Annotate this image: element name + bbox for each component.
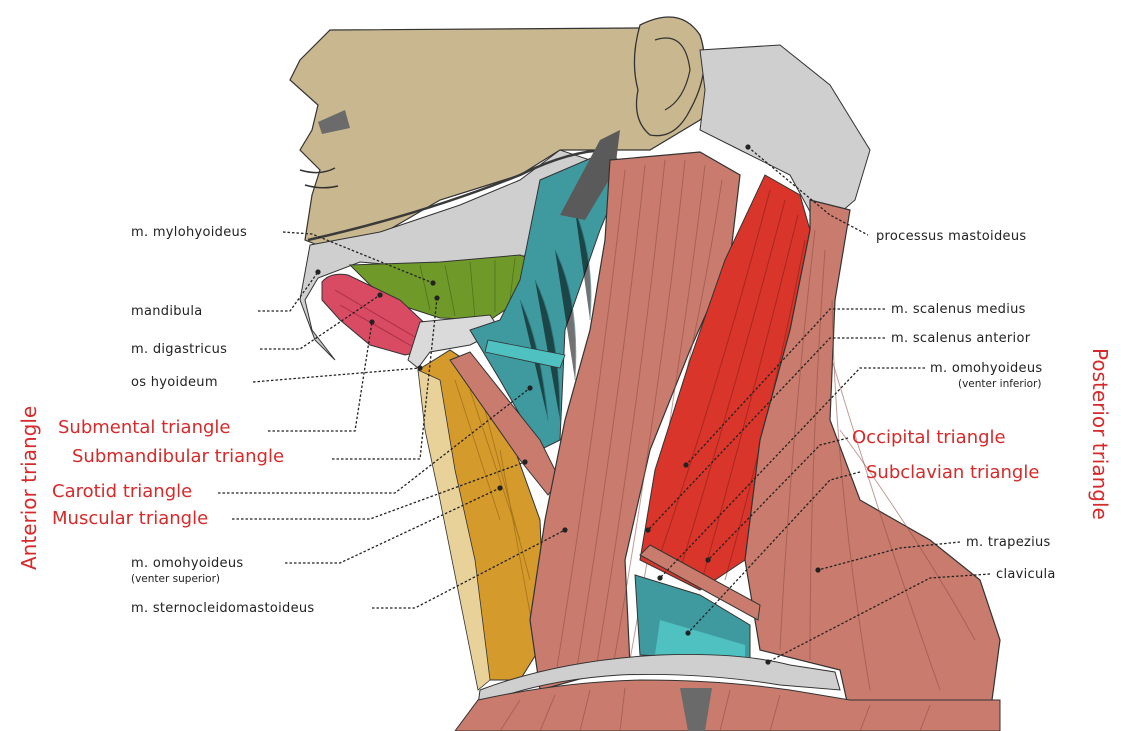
label-clavicula: clavicula <box>996 567 1056 582</box>
label-subclavian-triangle: Subclavian triangle <box>866 462 1039 483</box>
label-mandibula: mandibula <box>131 304 203 319</box>
label-scalenus-medius: m. scalenus medius <box>891 302 1026 317</box>
label-omohyoideus-inferior-note: (venter inferior) <box>958 378 1041 390</box>
label-omohyoideus-inferior: m. omohyoideus <box>930 361 1042 376</box>
label-processus-mastoideus: processus mastoideus <box>876 229 1026 244</box>
label-submandibular-triangle: Submandibular triangle <box>72 446 284 467</box>
title-anterior-triangle: Anterior triangle <box>17 406 41 570</box>
label-os-hyoideum: os hyoideum <box>131 375 218 390</box>
title-posterior-triangle: Posterior triangle <box>1088 348 1112 520</box>
label-submental-triangle: Submental triangle <box>58 417 231 438</box>
label-sternocleidomastoideus: m. sternocleidomastoideus <box>131 601 315 616</box>
label-digastricus: m. digastricus <box>131 342 227 357</box>
label-carotid-triangle: Carotid triangle <box>52 481 192 502</box>
label-muscular-triangle: Muscular triangle <box>52 508 208 529</box>
label-occipital-triangle: Occipital triangle <box>852 427 1006 448</box>
label-scalenus-anterior: m. scalenus anterior <box>891 331 1031 346</box>
label-omohyoideus-superior: m. omohyoideus <box>131 556 243 571</box>
label-trapezius: m. trapezius <box>966 535 1051 550</box>
label-mylohyoideus: m. mylohyoideus <box>131 225 247 240</box>
label-omohyoideus-superior-note: (venter superior) <box>131 573 220 585</box>
